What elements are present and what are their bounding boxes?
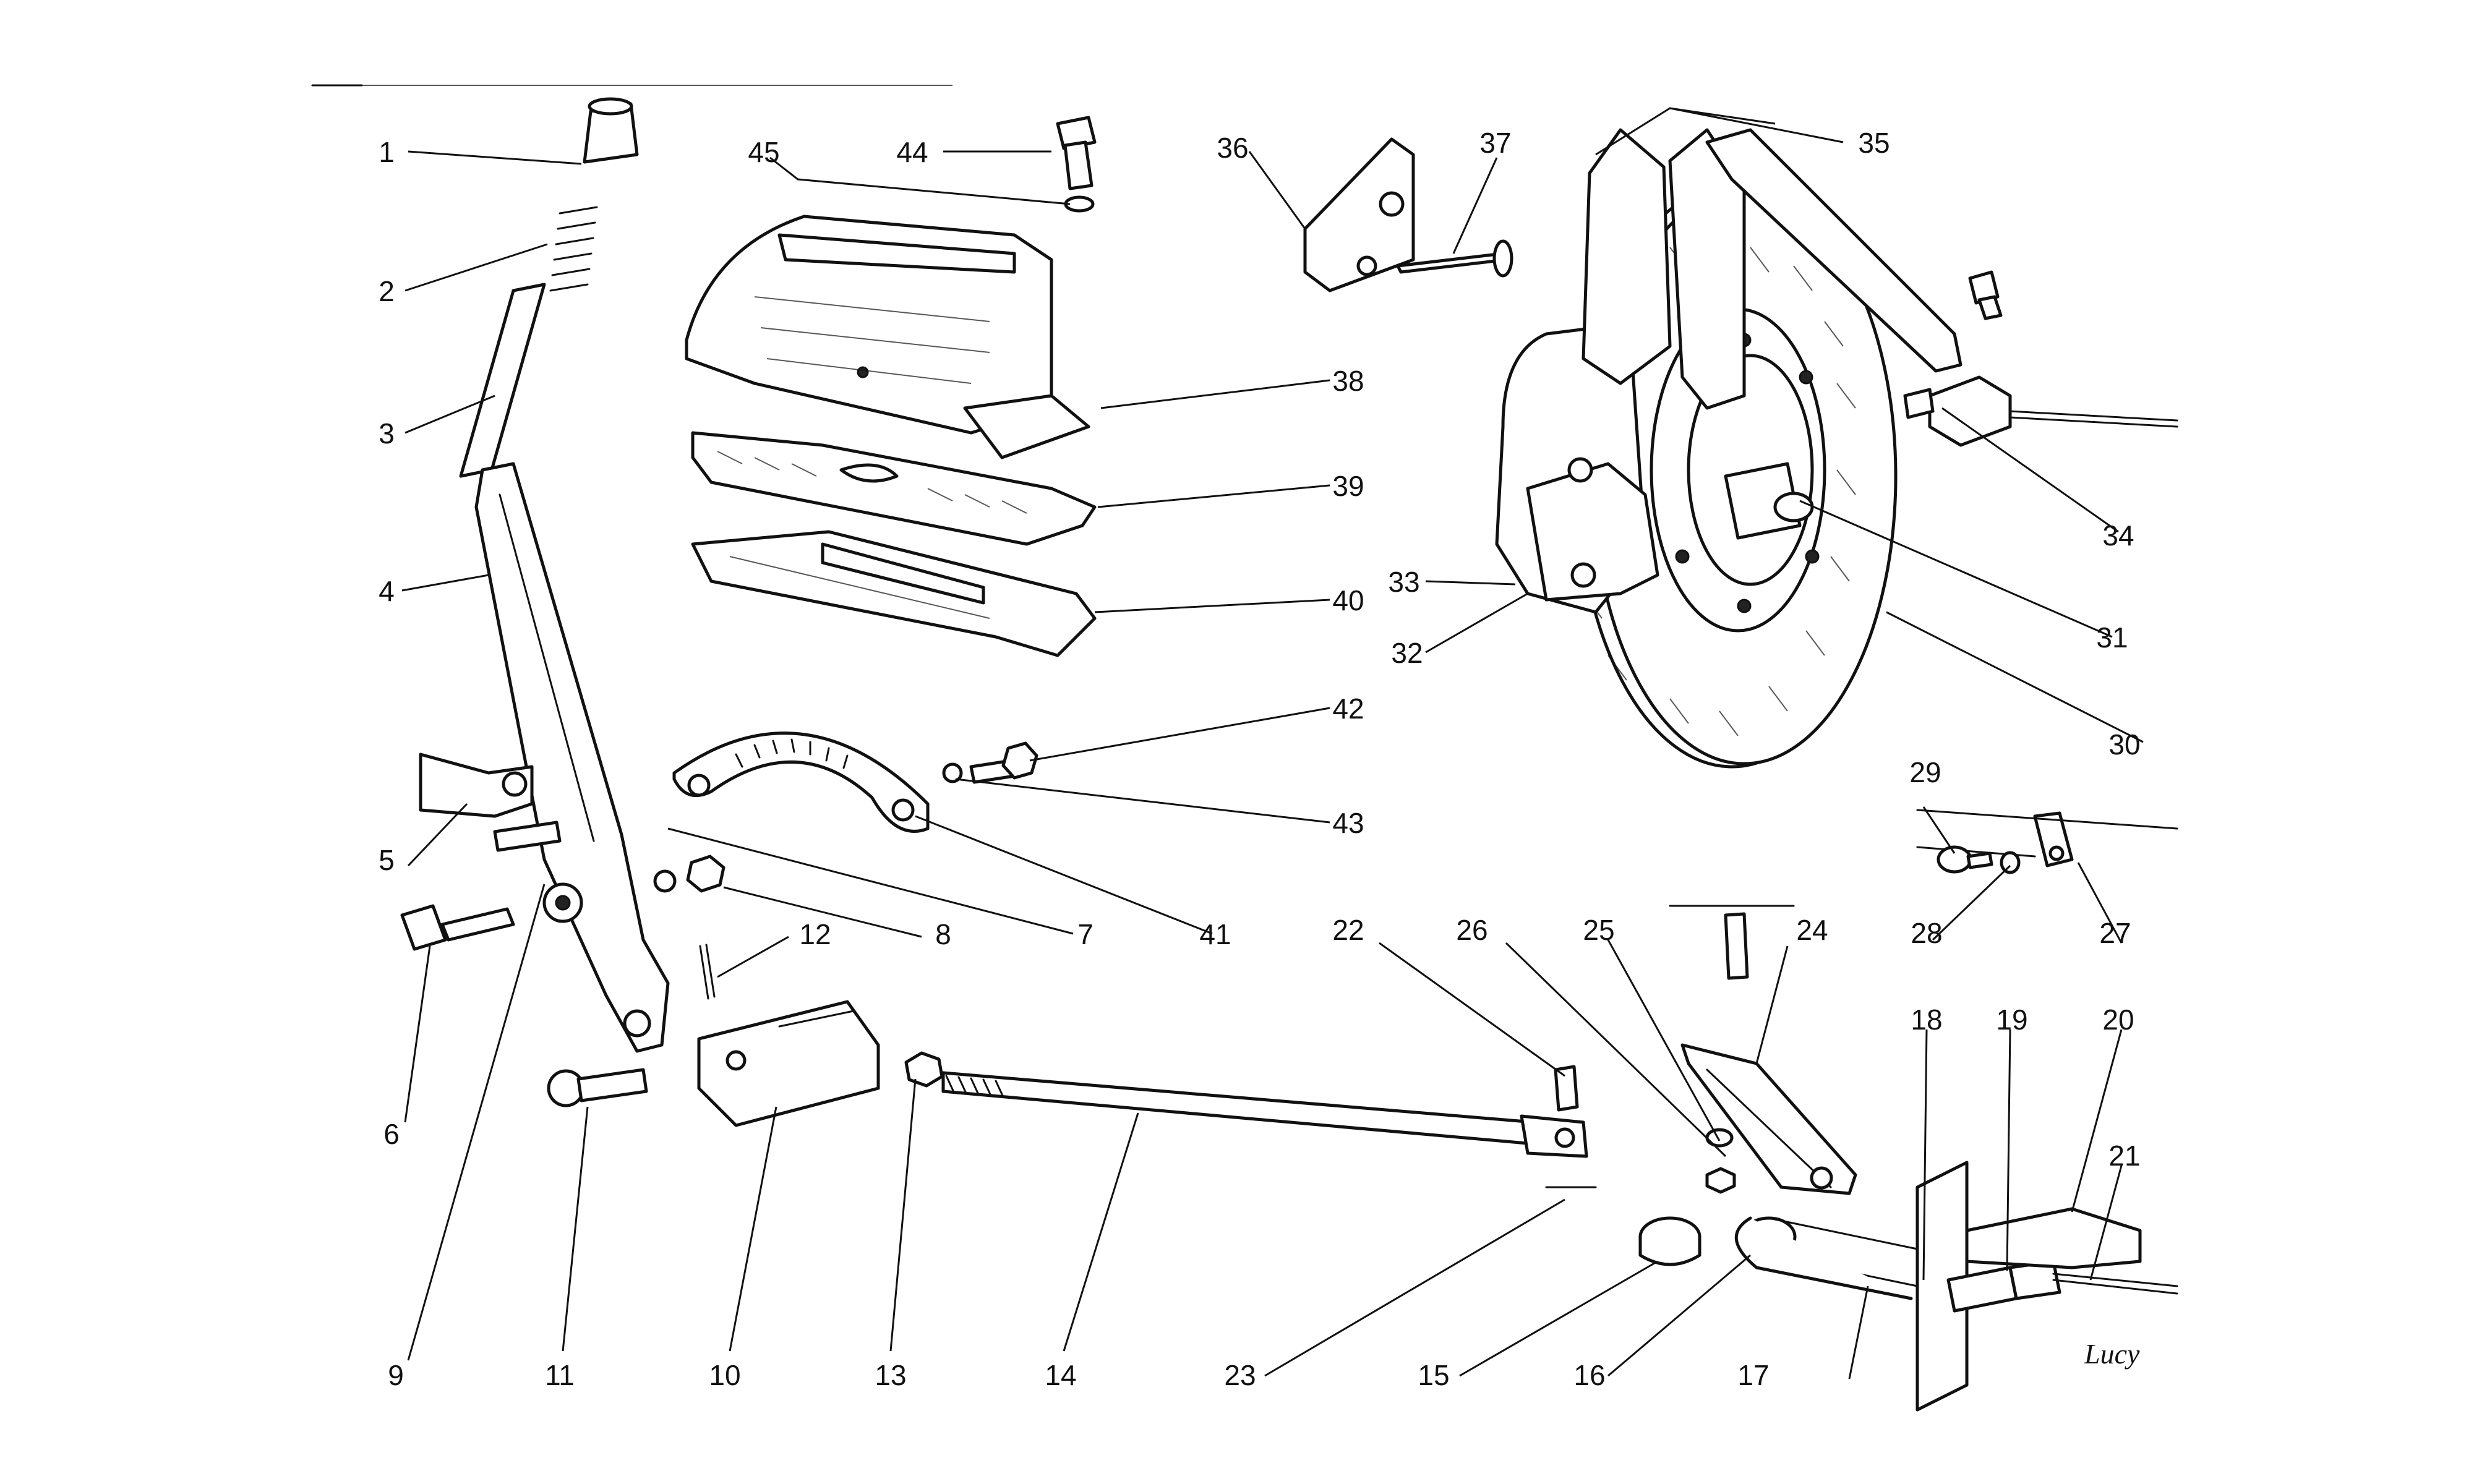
callout-28: 28: [1911, 917, 1942, 949]
callout-17: 17: [1737, 1359, 1769, 1391]
cable-clip: [1916, 809, 2178, 868]
cover-bolt: [1056, 116, 1097, 213]
cable-anchor-plate: [1915, 1161, 1969, 1412]
ratchet-segment: [672, 731, 930, 833]
artist-signature: Lucy: [2084, 1338, 2140, 1370]
callout-35: 35: [1858, 127, 1890, 159]
cable-clevis: [1903, 375, 2178, 447]
caliper-lever: [1705, 128, 1963, 373]
callout-16: 16: [1573, 1359, 1605, 1391]
callout-36: 36: [1217, 132, 1248, 164]
clip-bolt-washer: [1937, 845, 2021, 874]
rod-nut: [904, 1051, 944, 1088]
gasket-plate: [691, 431, 1097, 546]
callout-25: 25: [1583, 914, 1614, 946]
lever-rod: [459, 283, 546, 478]
pivot-pin: [493, 821, 562, 852]
equalizer-trunnion: [1638, 1216, 1701, 1266]
callout-26: 26: [1456, 914, 1487, 946]
callout-13: 13: [875, 1359, 906, 1391]
bracket-pin: [1396, 239, 1513, 278]
callout-7: 7: [1077, 918, 1094, 950]
callout-43: 43: [1332, 807, 1364, 839]
callout-12: 12: [799, 918, 831, 950]
callout-9: 9: [388, 1359, 404, 1391]
callout-1: 1: [379, 136, 395, 168]
callout-24: 24: [1796, 914, 1828, 946]
caliper-bracket: [1303, 137, 1415, 292]
leader-lines: [401, 107, 2144, 1380]
callout-29: 29: [1909, 756, 1941, 788]
callout-2: 2: [379, 275, 395, 307]
callout-31: 31: [2096, 621, 2128, 654]
lever-spring: [549, 206, 598, 292]
callout-30: 30: [2108, 728, 2140, 761]
callout-14: 14: [1045, 1359, 1076, 1391]
callout-10: 10: [709, 1359, 740, 1391]
callout-11: 11: [545, 1359, 575, 1391]
callout-44: 44: [896, 136, 928, 168]
callout-45: 45: [748, 136, 779, 168]
callout-21: 21: [2108, 1140, 2140, 1172]
callout-41: 41: [1199, 918, 1231, 950]
clevis-fork: [697, 1000, 880, 1127]
cable-adjuster: [1946, 1207, 2142, 1313]
lever-knob: [583, 97, 639, 164]
pivot-washer-nut: [653, 855, 726, 893]
callout-18: 18: [1911, 1004, 1942, 1036]
brake-pull-rod: [941, 1071, 1588, 1158]
hub-spigot: [1724, 462, 1814, 540]
callout-4: 4: [379, 575, 395, 607]
callout-5: 5: [379, 844, 395, 876]
lever-cover: [685, 215, 1090, 459]
callout-34: 34: [2102, 519, 2134, 552]
callout-42: 42: [1332, 693, 1364, 725]
hand-brake-lever: [474, 462, 670, 1053]
callout-3: 3: [379, 417, 395, 450]
cable-support-bracket: [1669, 905, 1857, 1195]
callout-37: 37: [1479, 127, 1511, 159]
rod-pin: [1554, 1065, 1579, 1112]
clevis-pin: [547, 1068, 648, 1107]
split-pin: [699, 944, 716, 1000]
callout-23: 23: [1224, 1359, 1256, 1391]
pivot-bolt: [400, 904, 515, 951]
callout-27: 27: [2099, 917, 2131, 949]
callout-6: 6: [383, 1118, 400, 1150]
segment-screw: [942, 741, 1038, 784]
callout-8: 8: [935, 918, 951, 950]
cable-bolt: [1968, 270, 2003, 320]
callout-40: 40: [1332, 584, 1364, 616]
callout-19: 19: [1996, 1004, 2027, 1036]
callout-20: 20: [2102, 1004, 2134, 1036]
brake-cable: [2052, 1273, 2178, 1295]
bracket-washer-nut: [1705, 1128, 1736, 1194]
callout-22: 22: [1332, 914, 1364, 946]
callout-15: 15: [1418, 1359, 1449, 1391]
callout-38: 38: [1332, 365, 1364, 397]
caliper: [1495, 128, 1746, 614]
base-plate: [691, 530, 1097, 657]
callout-39: 39: [1332, 470, 1364, 502]
callout-33: 33: [1388, 566, 1419, 598]
u-cable: [1734, 1216, 1919, 1300]
callout-32: 32: [1391, 637, 1423, 669]
ratchet-pawl: [419, 753, 534, 818]
callout-numbers: 1 2 3 4 5 6 7 8 9 10 11 12 13 14 15 16 1…: [379, 127, 2140, 1391]
